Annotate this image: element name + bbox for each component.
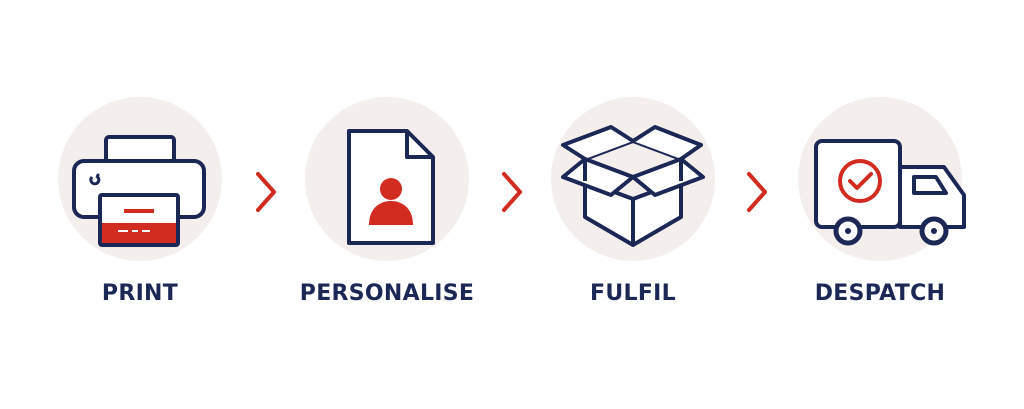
step-despatch-circle [798,97,966,261]
delivery-truck-icon [814,139,966,246]
person-document-icon [347,129,435,245]
step-print-circle [58,97,222,261]
step-fulfil: FULFIL [533,97,733,306]
chevron-right-icon [502,172,522,212]
step-print: PRINT [40,97,240,306]
open-box-icon [561,125,705,247]
printer-icon [72,135,206,247]
step-personalise-circle [305,97,469,261]
chevron-right-icon [256,172,276,212]
chevron-right-icon [747,172,767,212]
step-fulfil-circle [551,97,715,261]
step-personalise: PERSONALISE [287,97,487,306]
step-despatch-label: DESPATCH [814,281,946,306]
step-personalise-label: PERSONALISE [299,281,475,306]
step-print-label: PRINT [101,281,179,306]
step-despatch: DESPATCH [780,97,980,306]
step-fulfil-label: FULFIL [590,281,676,306]
